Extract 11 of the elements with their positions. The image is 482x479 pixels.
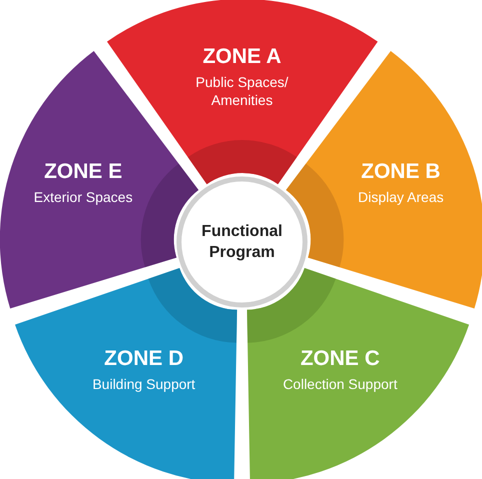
zone-label: Display Areas: [357, 188, 445, 206]
zone-heading: ZONE D: [103, 347, 184, 372]
zone-label: Collection Support: [282, 375, 398, 394]
zone-heading: ZONE A: [202, 45, 282, 69]
zone-label: Public Spaces/ Amenities: [194, 73, 290, 109]
zone-heading: ZONE C: [299, 347, 381, 372]
center-label: Functional Program: [200, 222, 284, 263]
zone-heading: ZONE E: [43, 160, 124, 184]
zone-heading: ZONE B: [360, 160, 442, 184]
zone-label: Building Support: [91, 375, 196, 394]
zone-label: Exterior Spaces: [32, 188, 134, 206]
